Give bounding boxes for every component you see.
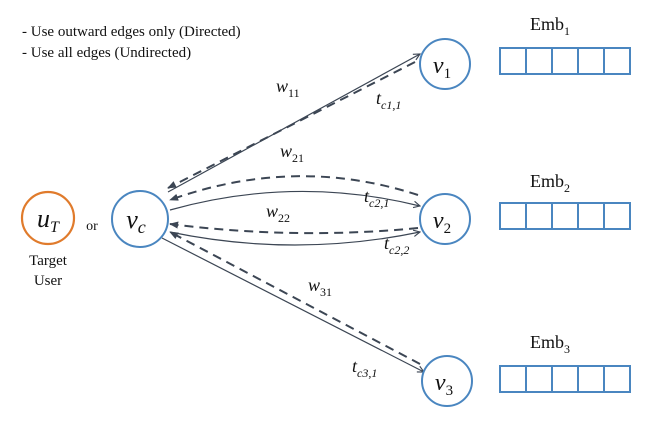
- emb3-label: Emb3: [530, 332, 570, 356]
- embedding-cell: [551, 202, 579, 230]
- v1-symbol: v: [433, 53, 444, 79]
- neighbor-node-v2: v2: [419, 193, 471, 245]
- v2-subscript: 2: [444, 221, 452, 237]
- emb3-sub: 3: [564, 342, 570, 356]
- label-w11: w11: [276, 76, 300, 100]
- label-tc11: tc1,1: [376, 88, 401, 112]
- center-symbol: v: [126, 205, 138, 234]
- label-tc22: tc2,2: [384, 233, 409, 257]
- embedding-cell: [551, 365, 579, 393]
- embedding-vector-2: [499, 202, 631, 230]
- target-subscript: T: [50, 219, 60, 236]
- embedding-cell: [525, 202, 553, 230]
- edge-solid-c-v2-lower: [169, 232, 420, 246]
- emb1-sub: 1: [564, 24, 570, 38]
- target-caption-line1: Target: [29, 253, 68, 269]
- embedding-cell: [551, 47, 579, 75]
- v3-symbol: v: [435, 370, 446, 396]
- label-w21: w21: [280, 141, 304, 165]
- svg-text:uT: uT: [37, 204, 60, 236]
- svg-text:v3: v3: [435, 370, 453, 399]
- or-connector: or: [86, 219, 98, 234]
- label-w22: w22: [266, 201, 290, 225]
- embedding-cell: [499, 47, 527, 75]
- neighbor-node-v1: v1: [419, 38, 471, 90]
- embedding-cell: [525, 365, 553, 393]
- emb1-label: Emb1: [530, 14, 570, 38]
- legend-directed: - Use outward edges only (Directed): [22, 24, 241, 40]
- embedding-cell: [525, 47, 553, 75]
- v2-symbol: v: [433, 208, 444, 234]
- svg-text:v2: v2: [433, 208, 451, 237]
- emb1-base: Emb: [530, 14, 564, 34]
- edge-dashed-v2-c-lower: [169, 221, 419, 235]
- emb2-label: Emb2: [530, 171, 570, 195]
- edge-dashed-v2-c-upper: [169, 175, 419, 201]
- v3-subscript: 3: [446, 383, 454, 399]
- embedding-cell: [499, 365, 527, 393]
- embedding-vector-1: [499, 47, 631, 75]
- embedding-cell: [577, 47, 605, 75]
- emb2-sub: 2: [564, 181, 570, 195]
- label-tc31: tc3,1: [352, 356, 377, 380]
- center-subscript: c: [138, 217, 146, 237]
- embedding-cell: [603, 365, 631, 393]
- embedding-cell: [603, 202, 631, 230]
- label-w31: w31: [308, 275, 332, 299]
- target-symbol: u: [37, 204, 50, 233]
- target-caption-line2: User: [34, 273, 62, 289]
- v1-subscript: 1: [444, 66, 452, 82]
- legend-notes: - Use outward edges only (Directed) - Us…: [22, 22, 241, 64]
- emb2-base: Emb: [530, 171, 564, 191]
- neighbor-node-v3: v3: [421, 355, 473, 407]
- embedding-vector-3: [499, 365, 631, 393]
- edge-dashed-v3-c: [169, 231, 421, 365]
- edge-dashed-v1-c: [167, 61, 416, 189]
- emb3-base: Emb: [530, 332, 564, 352]
- embedding-cell: [577, 365, 605, 393]
- embedding-cell: [499, 202, 527, 230]
- legend-undirected: - Use all edges (Undirected): [22, 45, 192, 61]
- edge-solid-c-v2-upper: [169, 190, 420, 211]
- label-tc21: tc2,1: [364, 186, 389, 210]
- center-node: vc: [111, 190, 169, 248]
- edge-solid-c-v3: [161, 237, 424, 372]
- embedding-cell: [577, 202, 605, 230]
- embedding-vectors: [499, 47, 631, 393]
- svg-text:vc: vc: [126, 205, 146, 237]
- embedding-cell: [603, 47, 631, 75]
- target-user-node: uT: [20, 190, 76, 246]
- svg-text:v1: v1: [433, 53, 451, 82]
